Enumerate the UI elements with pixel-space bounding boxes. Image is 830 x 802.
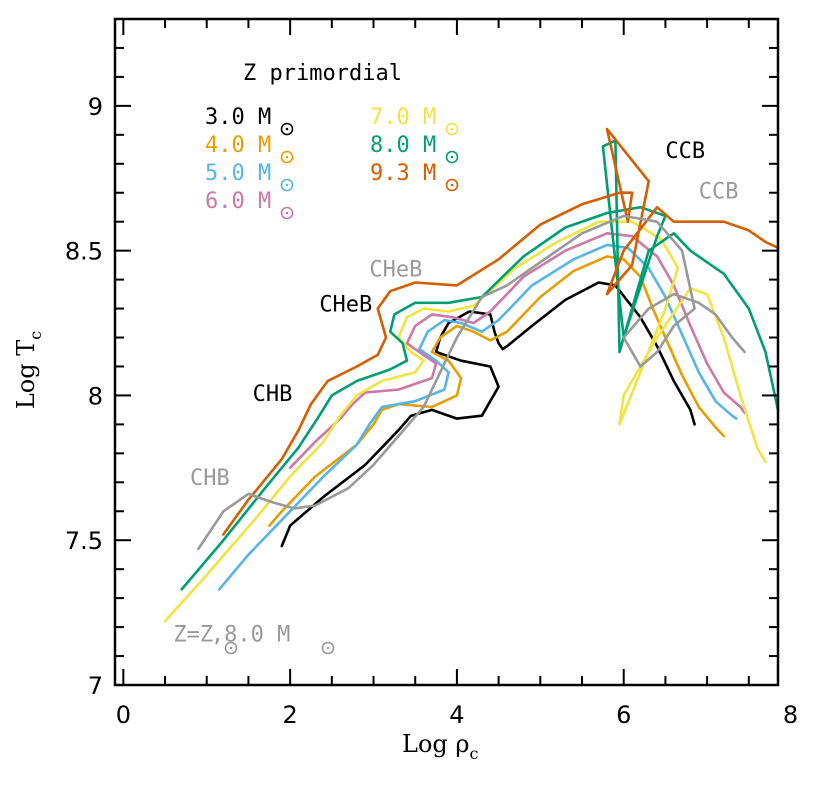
- legend-item-6: 9.3 M: [370, 161, 436, 186]
- sun-icon: [280, 178, 294, 192]
- annotation-7: ,8.0 M: [211, 623, 290, 648]
- x-tick-label: 4: [449, 701, 464, 729]
- ticks-layer: 0 2 4 6 8 7 7.5 8 8.5 9: [65, 19, 798, 729]
- chart-title: Z primordial: [243, 61, 402, 86]
- x-axis-label: Log ρc: [402, 730, 479, 763]
- sun-icon: [280, 206, 294, 220]
- sun-icon: [445, 122, 459, 136]
- annotation-4: CHB: [253, 382, 293, 407]
- annotation-3: CHeB: [319, 292, 372, 317]
- annotations: CCB CCB CHeB CHeB CHB CHB Z=Z,8.0 M: [173, 139, 739, 655]
- sun-icon: [280, 122, 294, 136]
- sun-icon-dot: [326, 646, 330, 650]
- legend-item-1: 4.0 M: [205, 133, 271, 158]
- sun-icon: [445, 150, 459, 164]
- series-line-6: [222, 127, 780, 536]
- sun-icon: [280, 150, 294, 164]
- y-axis-label: Log Tc: [12, 331, 45, 409]
- annotation-0: CCB: [665, 139, 705, 164]
- sun-icon-dot: [450, 183, 454, 187]
- sun-icon-dot: [285, 183, 289, 187]
- sun-icon: [445, 178, 459, 192]
- series-line-7: [197, 214, 746, 551]
- legend-item-2: 5.0 M: [205, 161, 271, 186]
- plot-frame: [113, 17, 780, 687]
- y-tick-label: 9: [88, 93, 103, 121]
- y-tick-label: 8.5: [65, 238, 103, 266]
- series-layer: [163, 127, 780, 623]
- y-tick-label: 8: [88, 382, 103, 410]
- annotation-6: Z=Z: [173, 623, 213, 648]
- series-line-2: [217, 243, 738, 591]
- sun-icon: [321, 641, 335, 655]
- legend-item-4: 7.0 M: [370, 105, 436, 130]
- series-line-3: [288, 232, 746, 470]
- sun-icon-dot: [285, 155, 289, 159]
- series-line-4: [163, 220, 767, 623]
- annotation-1: CCB: [699, 180, 739, 205]
- annotation-5: CHB: [190, 466, 230, 491]
- y-tick-label: 7: [88, 672, 103, 700]
- legend-item-0: 3.0 M: [205, 105, 271, 130]
- x-tick-label: 0: [116, 701, 131, 729]
- legend: 3.0 M 4.0 M 5.0 M 6.0 M 7.0 M 8.0 M 9.3 M: [205, 105, 459, 220]
- x-tick-label: 8: [783, 701, 798, 729]
- sun-icon-dot: [285, 211, 289, 215]
- x-tick-label: 2: [282, 701, 297, 729]
- legend-item-5: 8.0 M: [370, 133, 436, 158]
- sun-icon-dot: [450, 127, 454, 131]
- sun-icon: [224, 641, 238, 655]
- x-tick-label: 6: [616, 701, 631, 729]
- annotation-2: CHeB: [369, 258, 422, 283]
- sun-icon-dot: [229, 646, 233, 650]
- sun-icon-dot: [450, 155, 454, 159]
- y-tick-label: 7.5: [65, 527, 103, 555]
- legend-item-3: 6.0 M: [205, 189, 271, 214]
- sun-icon-dot: [285, 127, 289, 131]
